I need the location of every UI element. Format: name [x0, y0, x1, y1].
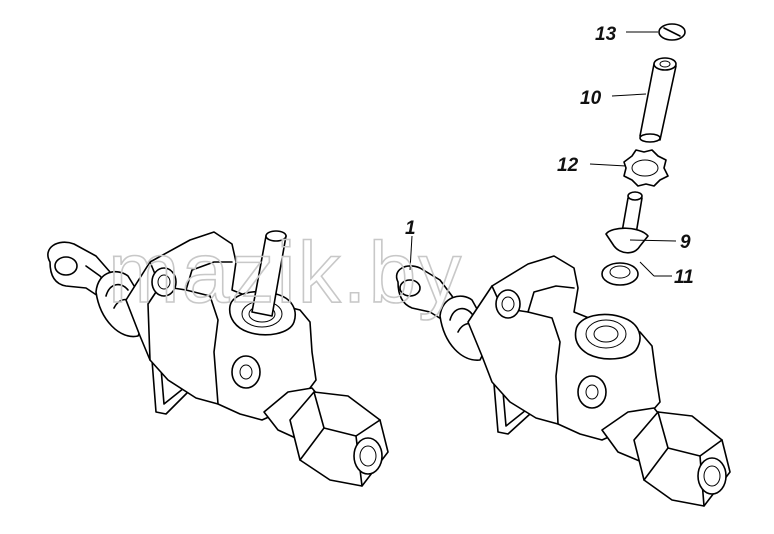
- callout-13: 13: [595, 24, 617, 45]
- part-10-tube: [639, 57, 677, 143]
- callout-11: 11: [674, 267, 694, 288]
- callout-9: 9: [680, 232, 691, 253]
- callout-10: 10: [580, 88, 602, 109]
- callout-12: 12: [557, 155, 579, 176]
- leader-lines: [409, 31, 677, 277]
- part-9-valve: [605, 191, 649, 254]
- part-11-seal-ring: [601, 262, 639, 286]
- cylinder-body-right: [395, 255, 731, 507]
- callout-1: 1: [405, 218, 416, 239]
- cylinder-assembled-left: [47, 230, 389, 487]
- watermark-text: mazik.by: [108, 225, 463, 321]
- part-12-lock-washer: [623, 149, 669, 187]
- part-13-cap: [658, 23, 686, 41]
